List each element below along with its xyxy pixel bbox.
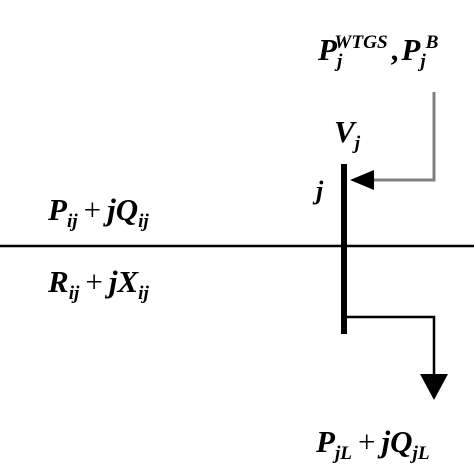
wtg-power-label: PjWTGS,PjB [318, 32, 439, 73]
injection-line [372, 92, 436, 182]
line-power-label: Pij+jQij [48, 192, 149, 233]
bus-voltage-label: Vj [334, 114, 361, 155]
injection-arrowhead [350, 170, 374, 190]
load-line [344, 315, 436, 376]
load-arrowhead [420, 374, 448, 400]
bus-name-label: j [316, 176, 324, 205]
load-power-label: PjL+jQjL [316, 424, 430, 465]
line-impedance-label: Rij+jXij [48, 264, 149, 305]
